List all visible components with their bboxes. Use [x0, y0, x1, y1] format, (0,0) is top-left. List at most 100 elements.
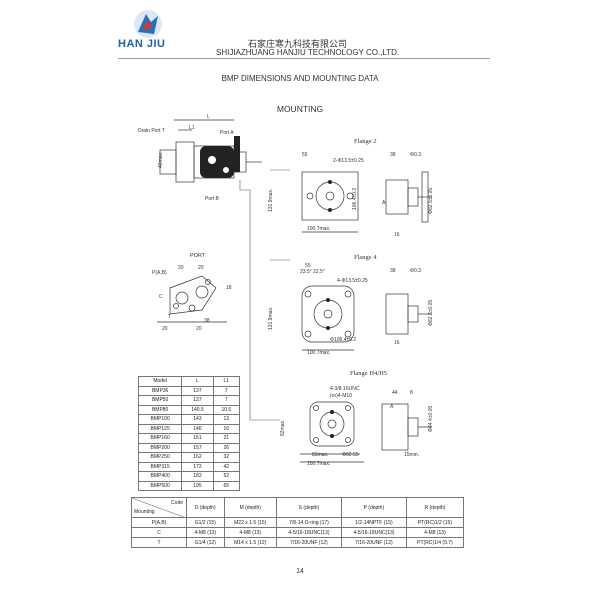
table-cell: 21	[212, 433, 241, 444]
dim-l: L	[207, 114, 210, 120]
motor-side-drawing	[159, 119, 262, 183]
port-title: PORT	[190, 253, 206, 259]
table-header-row: Model L L1	[137, 376, 241, 387]
flange2-dim: 55	[302, 152, 308, 158]
flange2-dim: 131.9max.	[268, 188, 274, 212]
row-header: T	[131, 537, 187, 548]
port-t-label: T	[168, 314, 172, 320]
column-header: L	[181, 376, 214, 387]
table-cell: 10.5	[212, 404, 241, 415]
flange2-holes: 2-Φ13.5±0.25	[333, 158, 364, 164]
table-cell: 162	[181, 452, 214, 463]
flange2-datum: A	[382, 200, 386, 206]
row-header: C	[131, 527, 187, 538]
dim-40max: 40max.	[158, 151, 164, 168]
flangeh-dim: Φ82.55	[342, 452, 359, 458]
flangeh-dim: 44	[392, 390, 398, 396]
table-cell: 7	[212, 385, 241, 396]
flange4-dim: Φ82.5±0.05	[428, 299, 434, 326]
column-header: D (depth)	[186, 497, 225, 518]
flange4-drawing	[301, 285, 432, 351]
flange4-dim: 16	[394, 340, 400, 346]
column-header: S (depth)	[275, 497, 342, 518]
flange2-title: Flange 2	[354, 138, 377, 145]
flange4-angles: 23.5° 22.5°	[300, 269, 325, 275]
table-cell: BMP80	[137, 404, 183, 415]
table-cell: 137	[181, 395, 214, 406]
table-cell: 16	[212, 423, 241, 434]
table-cell: 7	[212, 395, 241, 406]
corner-mounting: Mounting	[134, 509, 155, 515]
column-header: Model	[137, 376, 183, 387]
column-header: P (depth)	[340, 497, 407, 518]
flange4-title: Flange 4	[354, 254, 377, 261]
row-header: P(A,B)	[131, 517, 187, 528]
table-cell: 157	[181, 442, 214, 453]
table-cell: 195	[181, 480, 214, 491]
column-header: L1	[212, 376, 241, 387]
port-drawing	[157, 275, 227, 323]
table-cell: 4-5/16-18UNC(13)	[340, 527, 407, 538]
table-cell: BMP500	[137, 480, 183, 491]
table-cell: BMP36	[137, 385, 183, 396]
table-cell: BMP315	[137, 461, 183, 472]
flangeh-dim: 15min.	[404, 452, 420, 458]
column-header: M (depth)	[223, 497, 277, 518]
table-cell: 7/16-20UNF (12)	[275, 537, 342, 548]
table-cell: BMP160	[137, 433, 183, 444]
table-cell: 182	[181, 471, 214, 482]
table-cell: 7/16-20UNF (12)	[340, 537, 407, 548]
port-dim: 20	[162, 326, 168, 332]
flangeh-dim: 83max.	[312, 452, 329, 458]
flangeh-dim: Φ44.4±0.05	[428, 405, 434, 432]
table-cell: 4-5/16-18UNC(13)	[275, 527, 342, 538]
table-cell: 4-M8 (13)	[223, 527, 277, 538]
table-cell: 42	[212, 461, 241, 472]
flange2-drawing	[301, 171, 432, 233]
company-name-cn: 石家庄寒九科技有限公司	[248, 40, 348, 50]
table-cell: 26	[212, 442, 241, 453]
header-divider	[118, 58, 490, 59]
flange4-dim: 55	[305, 263, 311, 269]
company-name-en: SHIJIAZHUANG HANJIU TECHNOLOGY CO.,LTD.	[216, 48, 400, 57]
table-cell: 13	[212, 414, 241, 425]
logo-text: HAN JIU	[118, 38, 166, 50]
table-cell: BMP400	[137, 471, 183, 482]
flangeh-drawing	[300, 401, 432, 463]
flangeh-holes: 4-3/8-16UNC	[330, 386, 360, 392]
corner-cell: Code Mounting	[131, 497, 187, 518]
table-cell: M22 x 1.5 (15)	[223, 517, 277, 528]
table-cell: BMP250	[137, 452, 183, 463]
table-cell: BMP125	[137, 423, 183, 434]
table-cell: 146	[181, 423, 214, 434]
table-cell: 4-M8 (13)	[186, 527, 225, 538]
page-number: 14	[296, 568, 304, 575]
table-cell: PT(RC)1/2 (15)	[405, 517, 465, 528]
table-row: P(A,B)G1/2 (15)M22 x 1.5 (15)7/8-14 O-ri…	[131, 517, 465, 528]
flange4-dim: 100.7max.	[307, 350, 331, 356]
dim-l1: L1	[189, 125, 195, 131]
table-cell: 4-M8 (13)	[405, 527, 465, 538]
table-cell: 172	[181, 461, 214, 472]
port-a-label: Port A	[220, 130, 234, 136]
corner-code: Code	[171, 500, 183, 506]
column-header: R (depth)	[405, 497, 465, 518]
port-dim: 20	[178, 265, 184, 271]
table-cell: PT(RC)1/4 (9.7)	[405, 537, 465, 548]
table-cell: 143	[181, 414, 214, 425]
flange2-dim: Φ82.5±0.05	[428, 187, 434, 214]
table-cell: 137	[181, 385, 214, 396]
table-cell: 1/2-14NPTF (15)	[340, 517, 407, 528]
flangeh-dim: 8	[410, 390, 413, 396]
